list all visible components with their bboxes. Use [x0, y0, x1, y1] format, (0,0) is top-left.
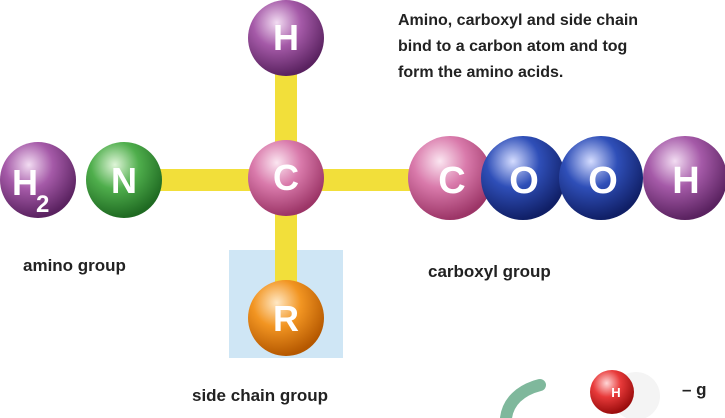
amino-group-label: amino group [23, 256, 126, 275]
atom-o1-label: O [509, 160, 539, 202]
atom-h-right: H [643, 136, 725, 220]
atom-c-carboxyl-label: C [438, 160, 465, 202]
atom-r: R [248, 280, 324, 356]
atom-n-label: N [111, 160, 137, 201]
atom-h-right-label: H [672, 160, 699, 202]
small-h-bead: H [590, 370, 660, 418]
atom-h2-subscript: 2 [36, 191, 49, 218]
caption: Amino, carboxyl and side chain bind to a… [398, 8, 725, 86]
caption-line-2: bind to a carbon atom and tog [398, 38, 628, 55]
caption-line-3: form the amino acids. [398, 64, 564, 81]
atom-h-top-label: H [273, 17, 299, 58]
atom-c-carboxyl: C [408, 136, 492, 220]
atom-o1: O [481, 136, 565, 220]
atom-h2-label: H [12, 162, 38, 203]
caption-line-1: Amino, carboxyl and side chain [398, 12, 639, 29]
atom-o2-label: O [588, 160, 618, 202]
atom-c-center-label: C [273, 157, 299, 198]
atom-o2: O [559, 136, 643, 220]
partial-right-label: – g [682, 380, 707, 399]
bond-horizontal-right [300, 169, 440, 191]
side-chain-group-label: side chain group [192, 386, 329, 405]
atom-r-label: R [273, 298, 299, 339]
atom-c-center: C [248, 140, 324, 216]
atom-n: N [86, 142, 162, 218]
small-h-bead-label: H [611, 385, 620, 400]
teal-curve-fragment [500, 379, 546, 418]
carboxyl-group-label: carboxyl group [428, 262, 551, 281]
atom-h2: H 2 [0, 142, 76, 218]
atom-h-top: H [248, 0, 324, 76]
